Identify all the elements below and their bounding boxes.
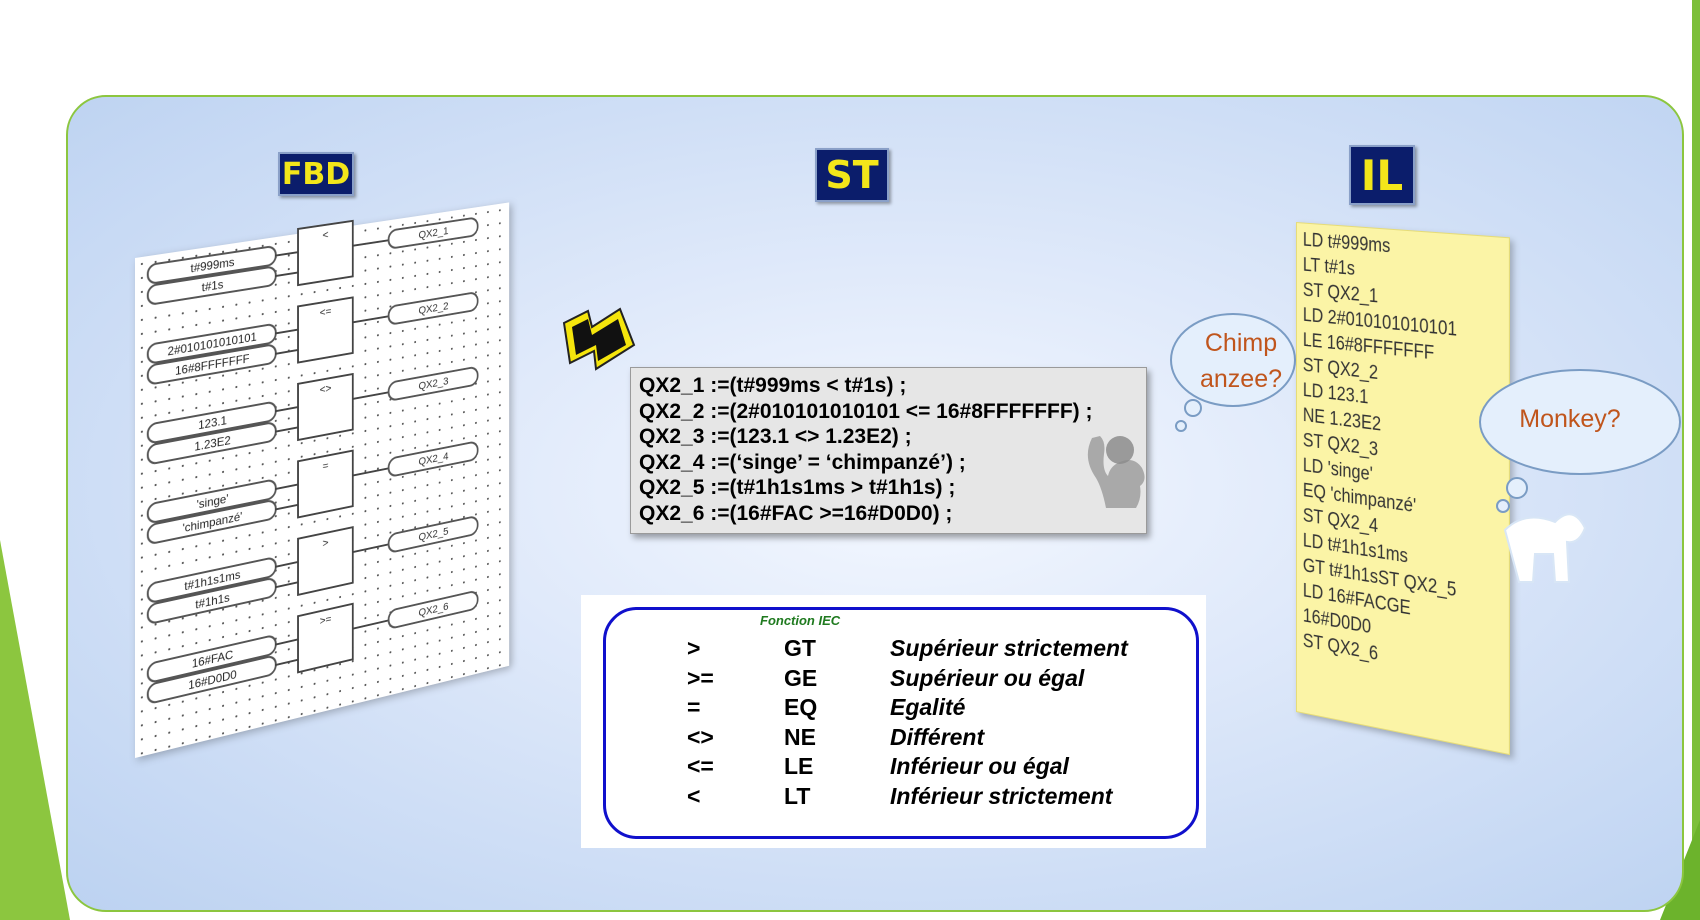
- chimp-thought-line2: anzee?: [1199, 365, 1283, 393]
- thought-cloud-icon: [1479, 369, 1681, 513]
- chimp-silhouette-icon: [1087, 436, 1145, 508]
- fbd-comparator-block: <>: [297, 372, 354, 442]
- monkey-thought: Monkey?: [1519, 405, 1621, 433]
- iec-description: Inférieur ou égal: [890, 753, 1069, 779]
- fbd-header-badge: FBD: [278, 152, 354, 196]
- iec-description: Différent: [890, 723, 985, 750]
- iec-code: GE: [784, 664, 818, 691]
- iec-code: EQ: [784, 694, 818, 720]
- fbd-operator: >=: [319, 613, 332, 628]
- iec-table-title: Fonction IEC: [760, 613, 841, 628]
- fbd-operator: <: [322, 229, 329, 242]
- iec-code: GT: [784, 635, 816, 661]
- chimp-thought: Chimp anzee?: [1186, 325, 1296, 397]
- fbd-operator: <=: [319, 305, 332, 320]
- il-code-line: LD t#999ms: [1302, 229, 1391, 258]
- st-code-line: QX2_5 :=(t#1h1s1ms > t#1h1s) ;: [639, 476, 956, 499]
- monkey-icon: [1503, 513, 1587, 583]
- st-code-box: QX2_1 :=(t#999ms < t#1s) ;QX2_2 :=(2#010…: [630, 367, 1147, 534]
- fbd-operator: <>: [319, 382, 332, 397]
- st-header-badge: ST: [815, 148, 889, 202]
- fbd-comparator-block: =: [297, 449, 354, 519]
- il-code-line: ST QX2_1: [1302, 279, 1379, 308]
- thought-cloud-icon: [1170, 313, 1296, 432]
- iec-symbol: <: [687, 782, 701, 809]
- fbd-operator: >: [322, 537, 329, 550]
- st-code-line: QX2_2 :=(2#010101010101 <= 16#8FFFFFFF) …: [639, 399, 1093, 423]
- iec-description: Supérieur ou égal: [890, 664, 1085, 691]
- chimp-thought-line1: Chimp: [1204, 329, 1278, 357]
- iec-code: LE: [784, 753, 814, 779]
- il-header-badge: IL: [1349, 145, 1415, 205]
- iec-description: Supérieur strictement: [890, 635, 1128, 661]
- iec-table-frame: [603, 607, 1199, 839]
- decor-right-green-bar: [1692, 0, 1700, 920]
- arrow-icon: [562, 307, 636, 371]
- iec-symbol: >=: [687, 664, 714, 691]
- st-code-line: QX2_1 :=(t#999ms < t#1s) ;: [639, 374, 907, 397]
- iec-function-table: Fonction IEC > GT Supérieur strictement >= G…: [581, 595, 1206, 848]
- decor-left-green-shape: [0, 540, 70, 920]
- st-code-line: QX2_3 :=(123.1 <> 1.23E2) ;: [639, 425, 912, 448]
- il-code-line: LT t#1s: [1302, 254, 1355, 281]
- iec-code: LT: [784, 782, 811, 809]
- iec-symbol: =: [687, 694, 701, 720]
- iec-code: NE: [784, 723, 816, 750]
- iec-symbol: <>: [687, 723, 714, 750]
- fbd-comparator-block: <=: [297, 296, 354, 364]
- iec-description: Egalité: [890, 694, 966, 720]
- iec-symbol: >: [687, 635, 701, 661]
- st-code-line: QX2_6 :=(16#FAC >=16#D0D0) ;: [639, 501, 953, 525]
- iec-symbol: <=: [687, 753, 714, 779]
- iec-description: Inférieur strictement: [890, 782, 1113, 809]
- st-code-line: QX2_4 :=(‘singe’ = ‘chimpanzé’) ;: [639, 450, 966, 474]
- fbd-comparator-block: <: [297, 219, 354, 287]
- fbd-operator: =: [322, 460, 329, 473]
